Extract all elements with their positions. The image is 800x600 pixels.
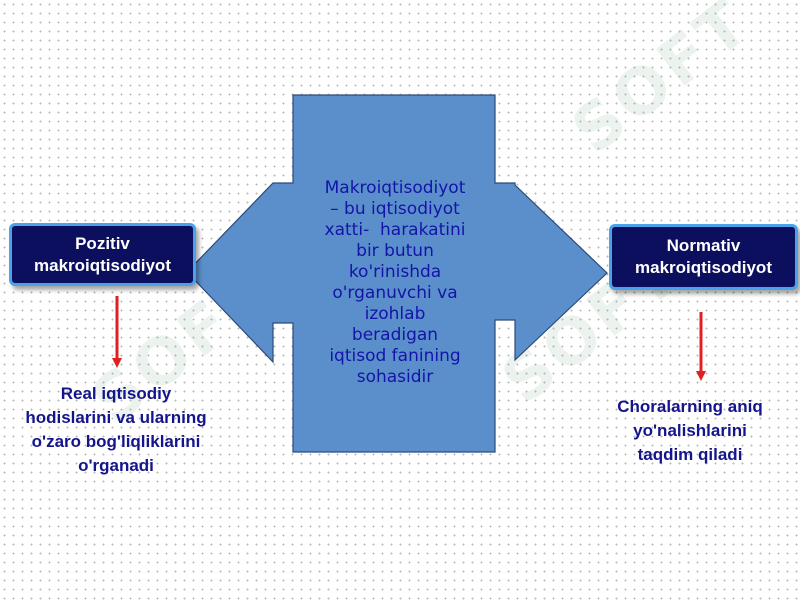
definition-line: izohlab [364, 304, 426, 324]
definition-line: bir butun [356, 241, 434, 261]
normativ-description-line: yo'nalishlarini [633, 421, 747, 440]
definition-line: iqtisod fanining [329, 346, 461, 366]
definition-line: ko'rinishda [348, 262, 442, 282]
pozitiv-title-line: makroiqtisodiyot [34, 255, 171, 275]
definition-line: – bu iqtisodiyot [330, 199, 460, 219]
normativ-title-line: makroiqtisodiyot [635, 258, 772, 277]
definition-line: beradigan [351, 325, 439, 345]
normativ-description: Choralarning aniq yo'nalishlarini taqdim q… [590, 395, 790, 467]
normativ-box: Normativ makroiqtisodiyot [609, 224, 798, 290]
pozitiv-description-line: Real iqtisodiy [60, 384, 172, 403]
pozitiv-title-line: Pozitiv [75, 233, 130, 253]
normativ-title-line: Normativ [666, 236, 741, 255]
pozitiv-description: Real iqtisodiy hodislarini va ularning o'z… [0, 382, 232, 478]
pozitiv-description-line: o'rganadi [78, 456, 154, 475]
center-double-arrow-shape [186, 94, 608, 453]
definition-line: sohasidir [356, 367, 434, 387]
definition-line: xatti- harakatini [324, 220, 466, 240]
definition-line: Makroiqtisodiyot [324, 178, 466, 198]
pozitiv-description-line: o'zaro bog'liqliklarini [31, 432, 201, 451]
definition-line: o'rganuvchi va [332, 283, 458, 303]
pozitiv-description-line: hodislarini va ularning [25, 408, 207, 427]
normativ-description-line: taqdim qiladi [637, 445, 743, 464]
normativ-description-line: Choralarning aniq [617, 397, 763, 416]
normativ-title: Normativ makroiqtisodiyot [635, 235, 772, 279]
